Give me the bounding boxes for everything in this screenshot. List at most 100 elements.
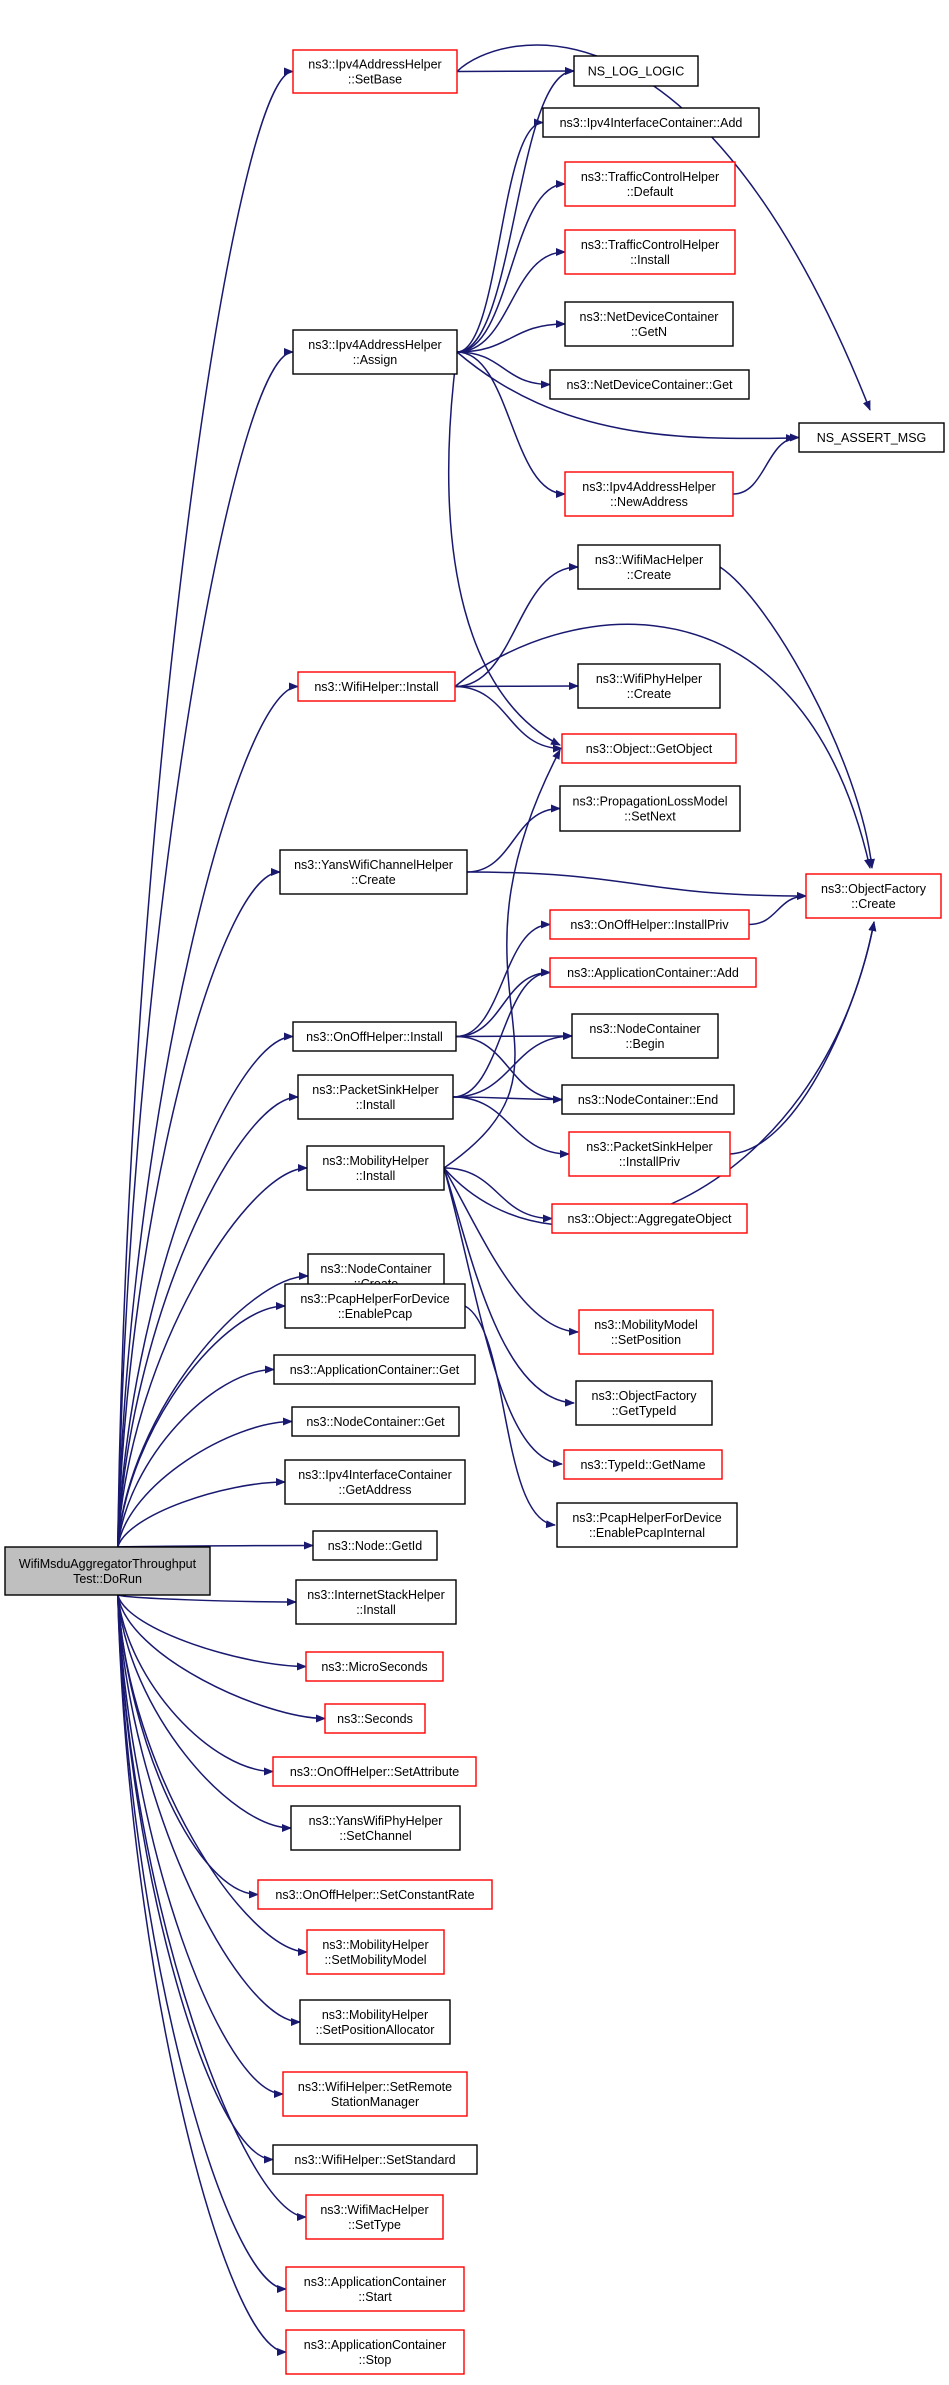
node-mobmodel-setpos[interactable]: ns3::MobilityModel::SetPosition [578, 1309, 714, 1355]
node-label-line: ns3::OnOffHelper::SetAttribute [290, 1765, 459, 1779]
edge-root-to-appcont_start [117, 1594, 287, 2293]
node-nodecont-begin[interactable]: ns3::NodeContainer::Begin [571, 1013, 719, 1059]
node-nodecont-end[interactable]: ns3::NodeContainer::End [561, 1084, 735, 1115]
edge-packetsink_install-to-appcont_add [452, 968, 551, 1098]
node-node-getid[interactable]: ns3::Node::GetId [312, 1530, 438, 1561]
node-appcont-start[interactable]: ns3::ApplicationContainer::Start [285, 2266, 465, 2312]
node-nodecont-get[interactable]: ns3::NodeContainer::Get [291, 1406, 460, 1437]
node-ipv4-assign[interactable]: ns3::Ipv4AddressHelper::Assign [292, 329, 458, 375]
node-box [564, 301, 734, 347]
node-packetsink-installpriv[interactable]: ns3::PacketSinkHelper::InstallPriv [568, 1131, 731, 1177]
node-label-line: ::SetType [348, 2218, 401, 2232]
edge-ipv4_assign-to-tch_default [456, 180, 566, 353]
node-appcont-get[interactable]: ns3::ApplicationContainer::Get [273, 1354, 476, 1385]
node-ipv4ic-add[interactable]: ns3::Ipv4InterfaceContainer::Add [542, 107, 760, 138]
call-edges [117, 44, 877, 2356]
node-tch-default[interactable]: ns3::TrafficControlHelper::Default [564, 161, 736, 207]
node-label-line: ns3::OnOffHelper::InstallPriv [570, 918, 729, 932]
edge-yanschannel_create-to-proploss_setnext [466, 804, 561, 873]
node-object-getobject[interactable]: ns3::Object::GetObject [561, 733, 737, 764]
node-yansphy-setchannel[interactable]: ns3::YansWifiPhyHelper::SetChannel [290, 1805, 461, 1851]
node-typeid-getname[interactable]: ns3::TypeId::GetName [563, 1449, 723, 1480]
edge-mobility_install-to-objfactory_gettypeid [443, 1167, 575, 1407]
node-appcont-add[interactable]: ns3::ApplicationContainer::Add [549, 957, 757, 988]
edge-ipv4_assign-to-ndc_get [456, 351, 551, 389]
node-box [798, 422, 945, 453]
node-box [305, 2194, 444, 2240]
edge-pcap_enablepcap-to-pcap_enableinternal [464, 1305, 556, 1529]
edge-root-to-appcont_stop [117, 1594, 287, 2356]
node-label-line: ns3::NodeContainer [589, 1022, 700, 1036]
node-wifihelper-install[interactable]: ns3::WifiHelper::Install [297, 671, 456, 702]
node-ipv4ic-getaddress[interactable]: ns3::Ipv4InterfaceContainer::GetAddress [284, 1459, 466, 1505]
node-label-line: ns3::Ipv4AddressHelper [582, 480, 715, 494]
edge-root-to-nodecont_get [117, 1417, 293, 1548]
node-onoff-setattribute[interactable]: ns3::OnOffHelper::SetAttribute [272, 1756, 477, 1787]
edge-root-to-wifimac_settype [117, 1594, 307, 2221]
node-label-line: ::EnablePcapInternal [589, 1526, 705, 1540]
edge-ipv4_assign-to-ns_assert_msg [456, 351, 796, 443]
node-pcap-enablepcap[interactable]: ns3::PcapHelperForDevice::EnablePcap [284, 1283, 466, 1329]
node-label-line: ::SetBase [348, 73, 402, 87]
node-object-aggregate[interactable]: ns3::Object::AggregateObject [551, 1203, 748, 1234]
node-ns-log-logic[interactable]: NS_LOG_LOGIC [573, 55, 699, 87]
node-mobility-setmobmodel[interactable]: ns3::MobilityHelper::SetMobilityModel [306, 1929, 445, 1975]
node-objectfactory-create[interactable]: ns3::ObjectFactory::Create [805, 873, 942, 919]
node-box [279, 849, 468, 895]
node-mobility-install[interactable]: ns3::MobilityHelper::Install [306, 1145, 445, 1191]
node-ndc-getn[interactable]: ns3::NetDeviceContainer::GetN [564, 301, 734, 347]
edge-root-to-microseconds [117, 1594, 307, 1671]
node-box [305, 1651, 444, 1682]
edge-root-to-mobility_install [117, 1164, 308, 1548]
node-label-line: ns3::WifiHelper::SetStandard [294, 2153, 455, 2167]
node-ipv4-setbase[interactable]: ns3::Ipv4AddressHelper::SetBase [292, 49, 458, 94]
node-yanschannel-create[interactable]: ns3::YansWifiChannelHelper::Create [279, 849, 468, 895]
node-microseconds[interactable]: ns3::MicroSeconds [305, 1651, 444, 1682]
node-ipv4-newaddress[interactable]: ns3::Ipv4AddressHelper::NewAddress [564, 471, 734, 517]
node-box [577, 544, 721, 590]
node-wifiphy-create[interactable]: ns3::WifiPhyHelper::Create [577, 663, 721, 709]
node-box [573, 55, 699, 87]
edge-ipv4_assign-to-ipv4ic_add [456, 118, 544, 353]
node-onoff-install[interactable]: ns3::OnOffHelper::Install [292, 1021, 457, 1052]
node-label-line: ns3::PropagationLossModel [573, 795, 728, 809]
node-label-line: ns3::Node::GetId [328, 1539, 423, 1553]
node-mobility-setposalloc[interactable]: ns3::MobilityHelper::SetPositionAllocato… [299, 1999, 451, 2045]
node-onoff-installpriv[interactable]: ns3::OnOffHelper::InstallPriv [549, 909, 750, 940]
node-pcap-enableinternal[interactable]: ns3::PcapHelperForDevice::EnablePcapInte… [556, 1502, 738, 1548]
node-box [282, 2071, 468, 2117]
node-label-line: ns3::WifiHelper::Install [314, 680, 438, 694]
node-box [257, 1879, 493, 1910]
node-label-line: ns3::ObjectFactory [592, 1389, 698, 1403]
node-label-line: ns3::YansWifiPhyHelper [309, 1814, 443, 1828]
node-wifimac-create[interactable]: ns3::WifiMacHelper::Create [577, 544, 721, 590]
node-tch-install[interactable]: ns3::TrafficControlHelper::Install [564, 229, 736, 275]
node-box [295, 1579, 457, 1625]
node-box [542, 107, 760, 138]
node-packetsink-install[interactable]: ns3::PacketSinkHelper::Install [297, 1074, 454, 1120]
node-box [561, 733, 737, 764]
node-box [561, 1084, 735, 1115]
node-label-line: ns3::OnOffHelper::SetConstantRate [275, 1888, 474, 1902]
node-onoff-setconstantrate[interactable]: ns3::OnOffHelper::SetConstantRate [257, 1879, 493, 1910]
node-internetstack-install[interactable]: ns3::InternetStackHelper::Install [295, 1579, 457, 1625]
node-label-line: ns3::NodeContainer [320, 1262, 431, 1276]
node-seconds[interactable]: ns3::Seconds [324, 1703, 426, 1734]
node-label-line: ::GetTypeId [612, 1404, 677, 1418]
node-wifimac-settype[interactable]: ns3::WifiMacHelper::SetType [305, 2194, 444, 2240]
node-appcont-stop[interactable]: ns3::ApplicationContainer::Stop [285, 2329, 465, 2375]
node-ndc-get[interactable]: ns3::NetDeviceContainer::Get [549, 369, 750, 400]
node-label-line: ns3::WifiPhyHelper [596, 672, 702, 686]
node-label-line: ns3::WifiMacHelper [320, 2203, 428, 2217]
edge-root-to-appcont_get [117, 1365, 275, 1548]
node-wifihelper-setstandard[interactable]: ns3::WifiHelper::SetStandard [272, 2144, 478, 2175]
edge-root-to-wifihelper_setremote [117, 1594, 284, 2098]
node-proploss-setnext[interactable]: ns3::PropagationLossModel::SetNext [559, 785, 741, 832]
node-box [297, 1074, 454, 1120]
node-label-line: ::EnablePcap [338, 1307, 412, 1321]
node-ns-assert-msg[interactable]: NS_ASSERT_MSG [798, 422, 945, 453]
node-objfactory-gettypeid[interactable]: ns3::ObjectFactory::GetTypeId [575, 1380, 713, 1426]
edge-root-to-internetstack_install [117, 1594, 297, 1606]
